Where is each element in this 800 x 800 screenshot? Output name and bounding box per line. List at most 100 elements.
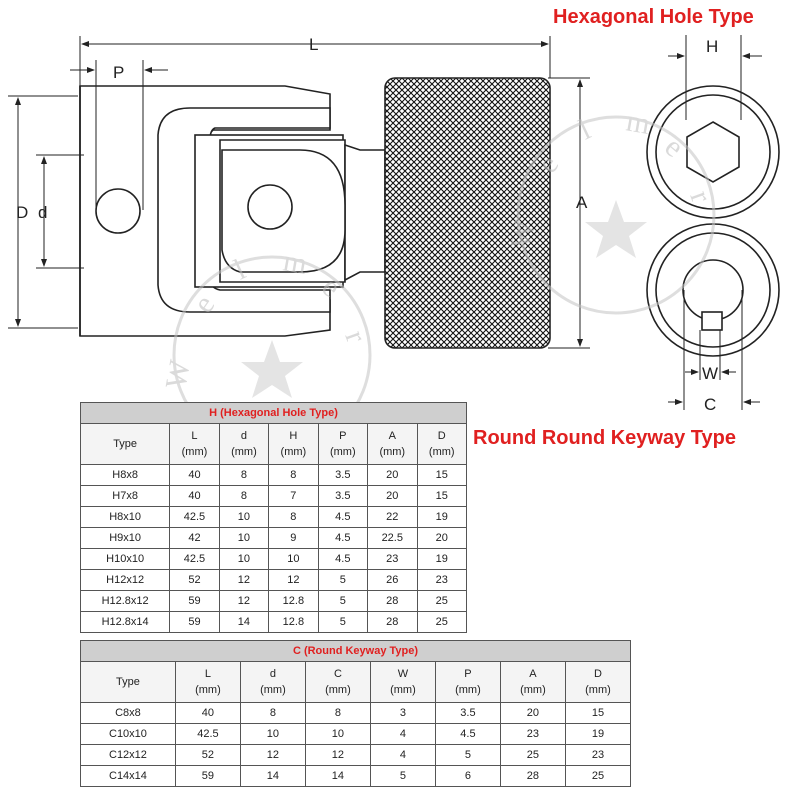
table-cell: 28 xyxy=(367,611,418,633)
column-header-name: d xyxy=(269,668,276,680)
table-cell: C8x8 xyxy=(80,702,176,724)
svg-text:m: m xyxy=(624,104,653,141)
universal-joint-drawing: L P D d A H W C W e l m e r W e l m e r xyxy=(8,35,780,420)
table-cell: 5 xyxy=(317,590,369,612)
table-cell: 5 xyxy=(317,569,369,591)
table-cell: H10x10 xyxy=(79,548,171,570)
table-cell: H9x10 xyxy=(79,527,171,549)
column-header-unit: (mm) xyxy=(260,684,286,696)
table-cell: 52 xyxy=(169,569,220,591)
table-cell: 12.8 xyxy=(268,611,319,633)
table-cell: 4.5 xyxy=(317,548,369,570)
table-cell: 8 xyxy=(304,702,371,724)
column-header-unit: (mm) xyxy=(195,684,221,696)
column-header-unit: (mm) xyxy=(428,446,455,458)
left-pin-hole xyxy=(95,188,141,234)
column-header-unit: (mm) xyxy=(585,684,611,696)
table-caption: C (Round Keyway Type) xyxy=(80,640,631,662)
column-header: D (mm) xyxy=(564,661,632,703)
table-cell: 14 xyxy=(218,611,270,633)
column-header: A (mm) xyxy=(499,661,566,703)
knurled-sleeve xyxy=(384,77,551,349)
column-header-name: D xyxy=(593,668,602,680)
table-cell: 19 xyxy=(416,548,467,570)
table-cell: 7 xyxy=(268,485,319,507)
table-cell: 23 xyxy=(416,569,467,591)
hexagonal-hole-type-title: Hexagonal Hole Type xyxy=(553,6,754,28)
table-cell: C12x12 xyxy=(80,744,176,766)
round-keyway-type-title: Round Round Keyway Type xyxy=(473,427,736,449)
keyway-slot xyxy=(701,311,723,331)
column-header-name: C xyxy=(333,668,342,680)
table-cell: 5 xyxy=(434,744,501,766)
svg-text:r: r xyxy=(338,326,372,347)
table-cell: 40 xyxy=(169,464,220,486)
table-cell: 59 xyxy=(169,590,220,612)
svg-text:W: W xyxy=(504,217,542,251)
table-cell: 14 xyxy=(239,765,306,787)
table-cell: 10 xyxy=(218,527,270,549)
column-header: L (mm) xyxy=(174,661,241,703)
table-cell: 42.5 xyxy=(169,548,220,570)
table-cell: 4.5 xyxy=(317,506,369,528)
hexagon-hole xyxy=(686,121,740,183)
table-cell: 5 xyxy=(369,765,436,787)
column-header-name: P xyxy=(464,668,472,680)
table-cell: 25 xyxy=(499,744,566,766)
column-header-unit: (mm) xyxy=(280,446,307,458)
table-cell: 8 xyxy=(268,464,319,486)
column-header-name: A xyxy=(388,430,396,442)
column-header-name: P xyxy=(339,430,347,442)
table-cell: H12.8x12 xyxy=(79,590,171,612)
table-cell: 52 xyxy=(174,744,241,766)
column-header: L(mm) xyxy=(169,423,220,465)
right-pin-hole xyxy=(247,184,293,230)
column-header-name: Type xyxy=(116,676,140,688)
column-header-unit: (mm) xyxy=(520,684,546,696)
table-cell: 59 xyxy=(174,765,241,787)
column-header: C(mm) xyxy=(304,661,371,703)
table-cell: 25 xyxy=(416,611,467,633)
column-header: W(mm) xyxy=(369,661,436,703)
column-header-name: Type xyxy=(113,438,138,450)
column-header-name: d xyxy=(240,430,247,442)
column-header-unit: (mm) xyxy=(329,446,356,458)
column-header: A(mm) xyxy=(367,423,418,465)
table-cell: 4 xyxy=(369,744,436,766)
table-cell: 14 xyxy=(304,765,371,787)
table-cell: H7x8 xyxy=(79,485,171,507)
dim-label-W: W xyxy=(702,364,718,383)
table-cell: 12 xyxy=(218,590,270,612)
table-cell: 23 xyxy=(564,744,632,766)
column-header-name: L xyxy=(204,668,211,680)
column-header-unit: (mm) xyxy=(231,446,257,458)
table-cell: 3 xyxy=(369,702,436,724)
table-cell: 10 xyxy=(304,723,371,745)
column-header-name: D xyxy=(437,430,446,442)
dim-label-A: A xyxy=(576,193,588,212)
table-cell: 23 xyxy=(499,723,566,745)
column-header-name: A xyxy=(529,668,537,680)
table-cell: 42.5 xyxy=(174,723,241,745)
column-header-name: W xyxy=(397,668,409,680)
table-cell: 4.5 xyxy=(317,527,369,549)
table-cell: 12 xyxy=(304,744,371,766)
table-cell: 42.5 xyxy=(169,506,220,528)
table-cell: H8x10 xyxy=(79,506,171,528)
table-cell: 8 xyxy=(239,702,306,724)
dim-label-D: D xyxy=(16,203,28,222)
table-cell: C10x10 xyxy=(80,723,176,745)
table-cell: 19 xyxy=(564,723,632,745)
table-cell: 6 xyxy=(434,765,501,787)
column-header: d (mm) xyxy=(239,661,306,703)
table-caption: H (Hexagonal Hole Type) xyxy=(80,402,467,424)
table-cell: 10 xyxy=(218,506,270,528)
